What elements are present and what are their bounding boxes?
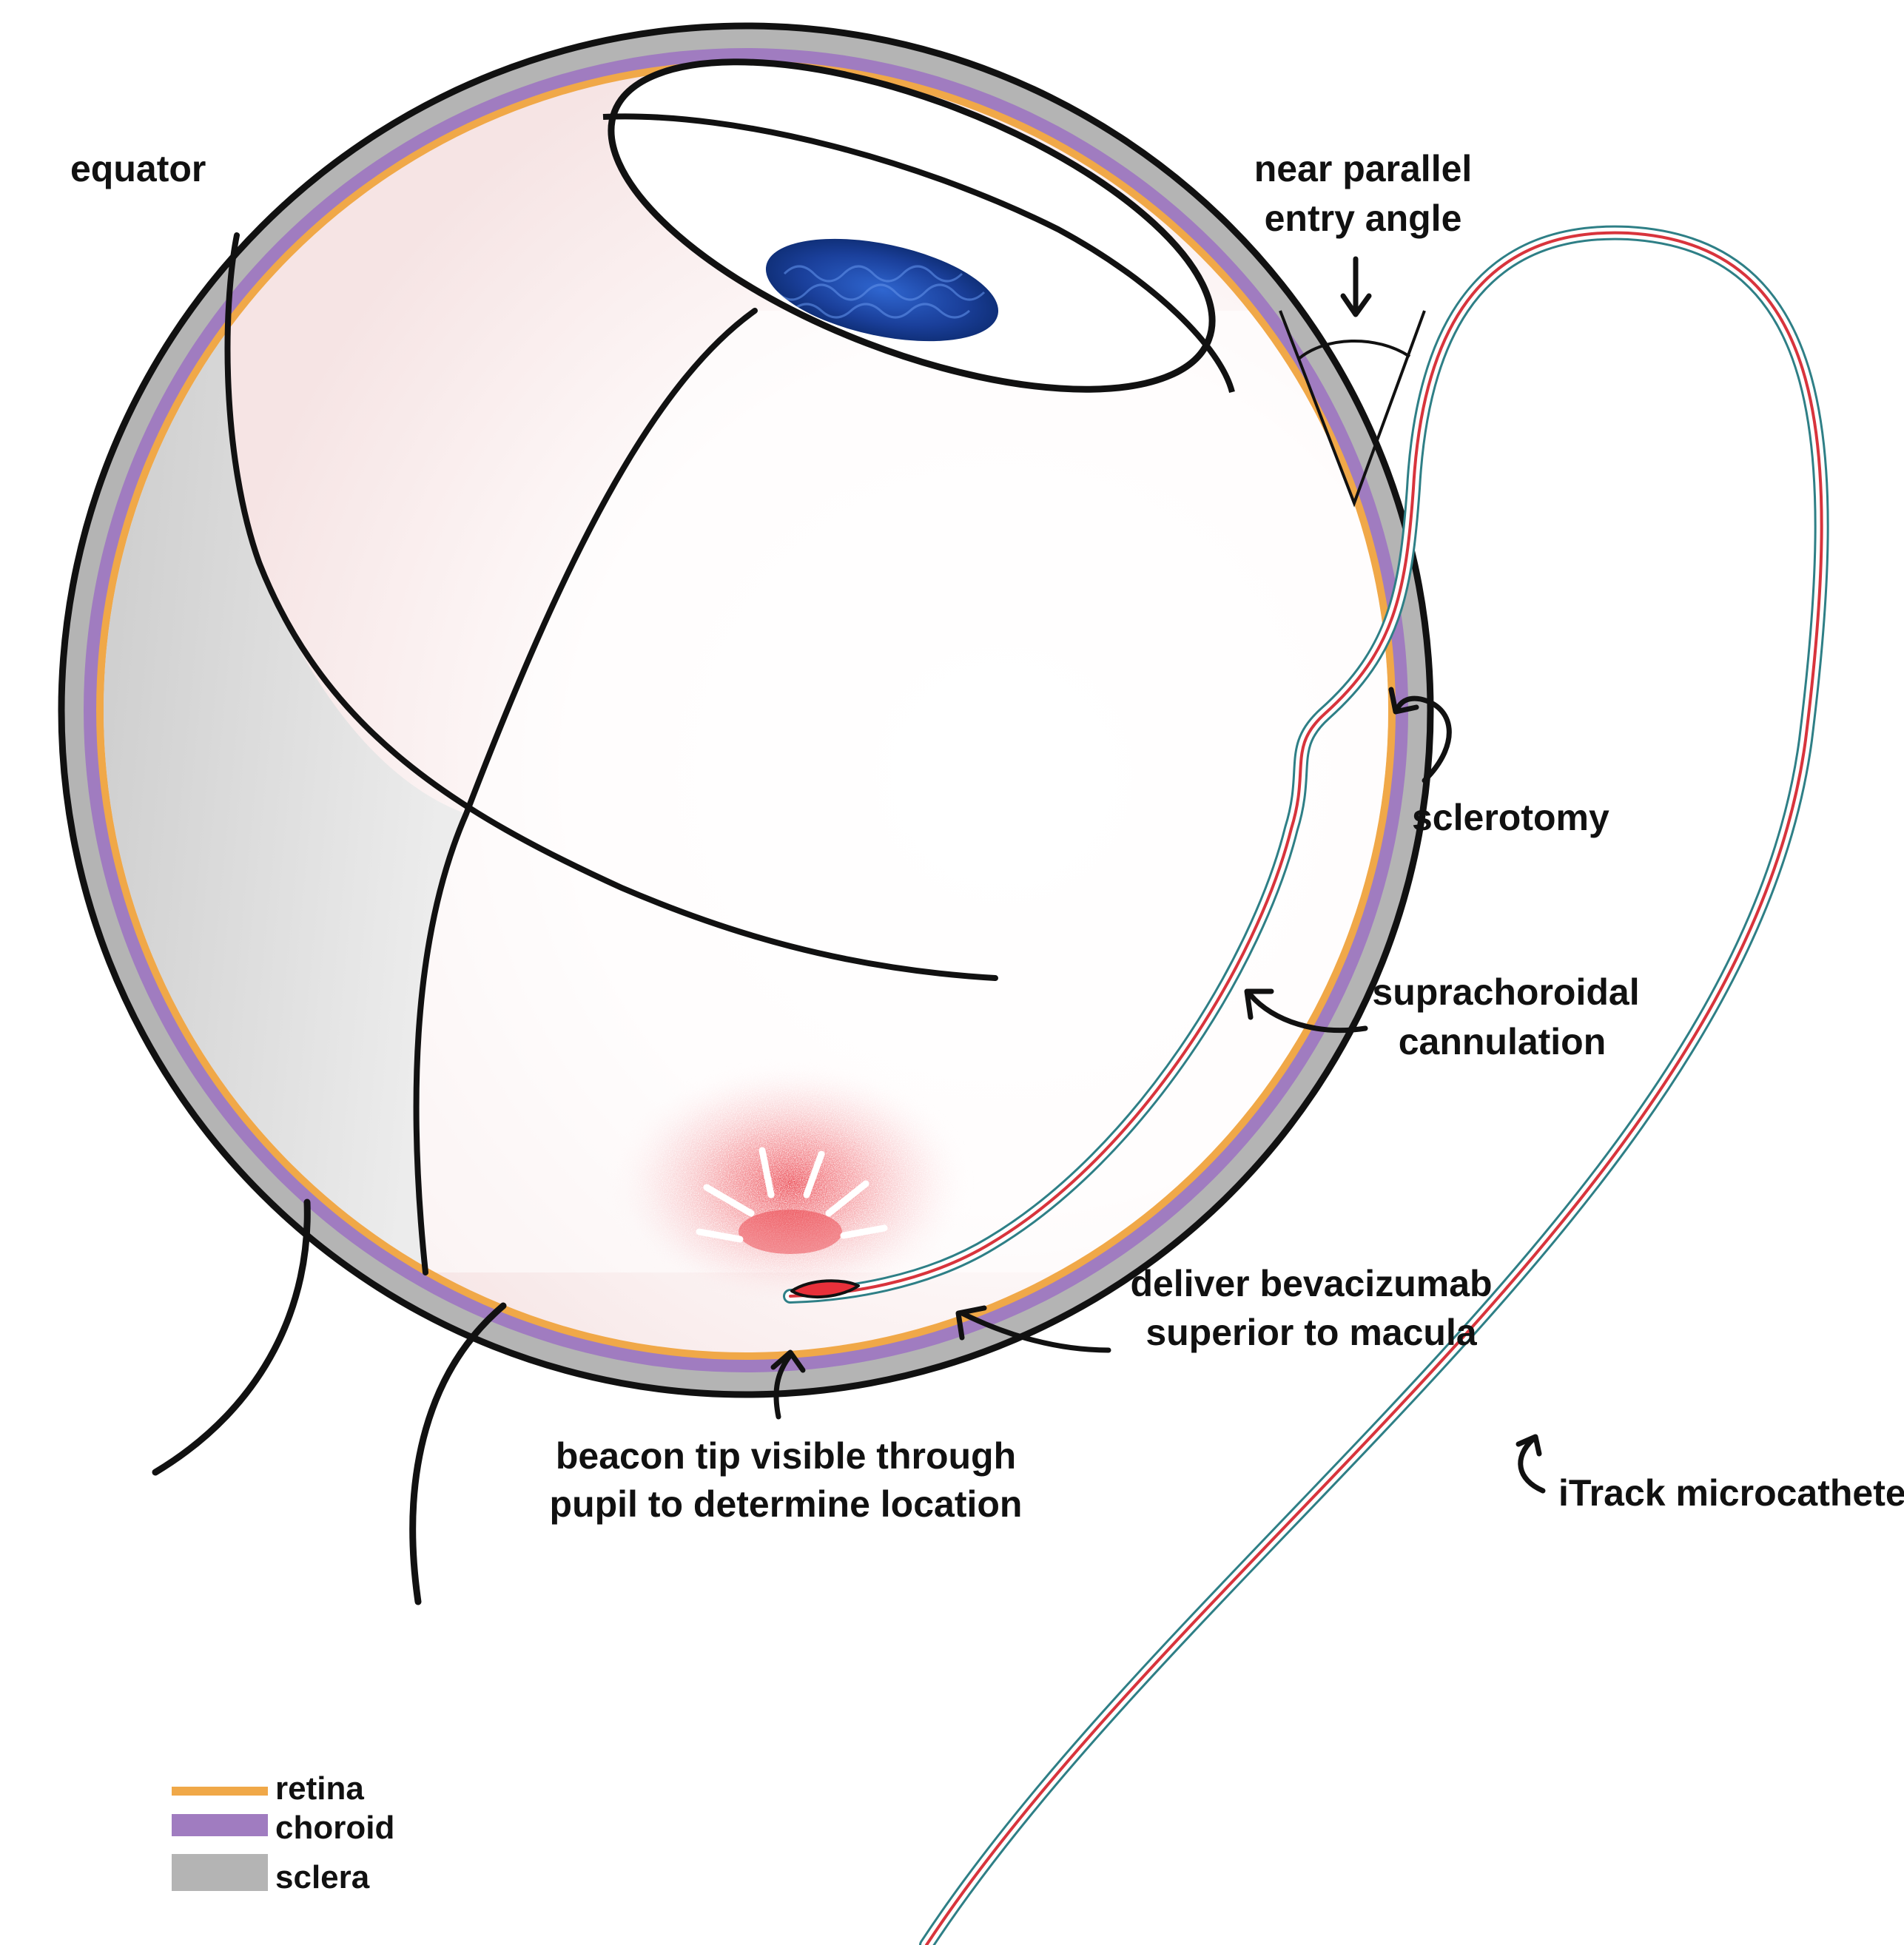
label-beacon-1: beacon tip visible through	[556, 1435, 1016, 1477]
iris	[765, 238, 999, 342]
label-deliver-1: deliver bevacizumab	[1130, 1263, 1492, 1304]
legend-swatch-retina	[172, 1787, 268, 1796]
legend-swatch-choroid	[172, 1814, 268, 1836]
entry-angle-marker	[1279, 310, 1426, 508]
equator-line	[224, 232, 998, 981]
legend-label-retina: retina	[275, 1770, 364, 1807]
labels: equator near parallel entry angle sclero…	[70, 148, 1904, 1525]
legend-item-sclera: sclera	[172, 1854, 370, 1895]
optic-nerve-outline	[152, 1199, 507, 1605]
legend-label-sclera: sclera	[275, 1859, 370, 1895]
arrow-cannulation	[1244, 988, 1368, 1033]
beacon-glow	[605, 1058, 975, 1309]
label-cannulation-1: suprachoroidal	[1372, 971, 1639, 1013]
label-beacon-2: pupil to determine location	[550, 1483, 1023, 1525]
label-entry-angle-1: near parallel	[1254, 148, 1473, 189]
arrow-beacon	[770, 1349, 806, 1420]
legend-item-retina: retina	[172, 1770, 364, 1807]
arrow-deliver	[955, 1305, 1111, 1353]
label-deliver-2: superior to macula	[1146, 1312, 1478, 1353]
arrow-catheter	[1516, 1434, 1546, 1494]
beacon-tip	[790, 1279, 860, 1299]
label-entry-angle-2: entry angle	[1265, 198, 1462, 239]
legend-item-choroid: choroid	[172, 1810, 394, 1846]
arrow-entry-angle	[1340, 256, 1372, 317]
beacon-rays	[696, 1147, 888, 1243]
eyeball	[58, 22, 1434, 1398]
microcatheter	[783, 225, 1829, 1945]
label-catheter: iTrack microcatheter	[1558, 1472, 1904, 1514]
legend-label-choroid: choroid	[275, 1810, 394, 1846]
label-equator: equator	[70, 148, 206, 189]
eye-contour-lines	[224, 232, 998, 1275]
label-cannulation-2: cannulation	[1399, 1021, 1607, 1062]
legend-swatch-sclera	[172, 1854, 268, 1891]
cutaway-sector	[416, 311, 1388, 1272]
arrow-sclerotomy	[1388, 687, 1452, 783]
label-sclerotomy: sclerotomy	[1412, 797, 1609, 838]
cornea-opening	[602, 58, 1235, 393]
annotation-arrows	[770, 256, 1546, 1494]
legend: retina choroid sclera	[172, 1770, 394, 1895]
meridian-line	[413, 308, 758, 1275]
